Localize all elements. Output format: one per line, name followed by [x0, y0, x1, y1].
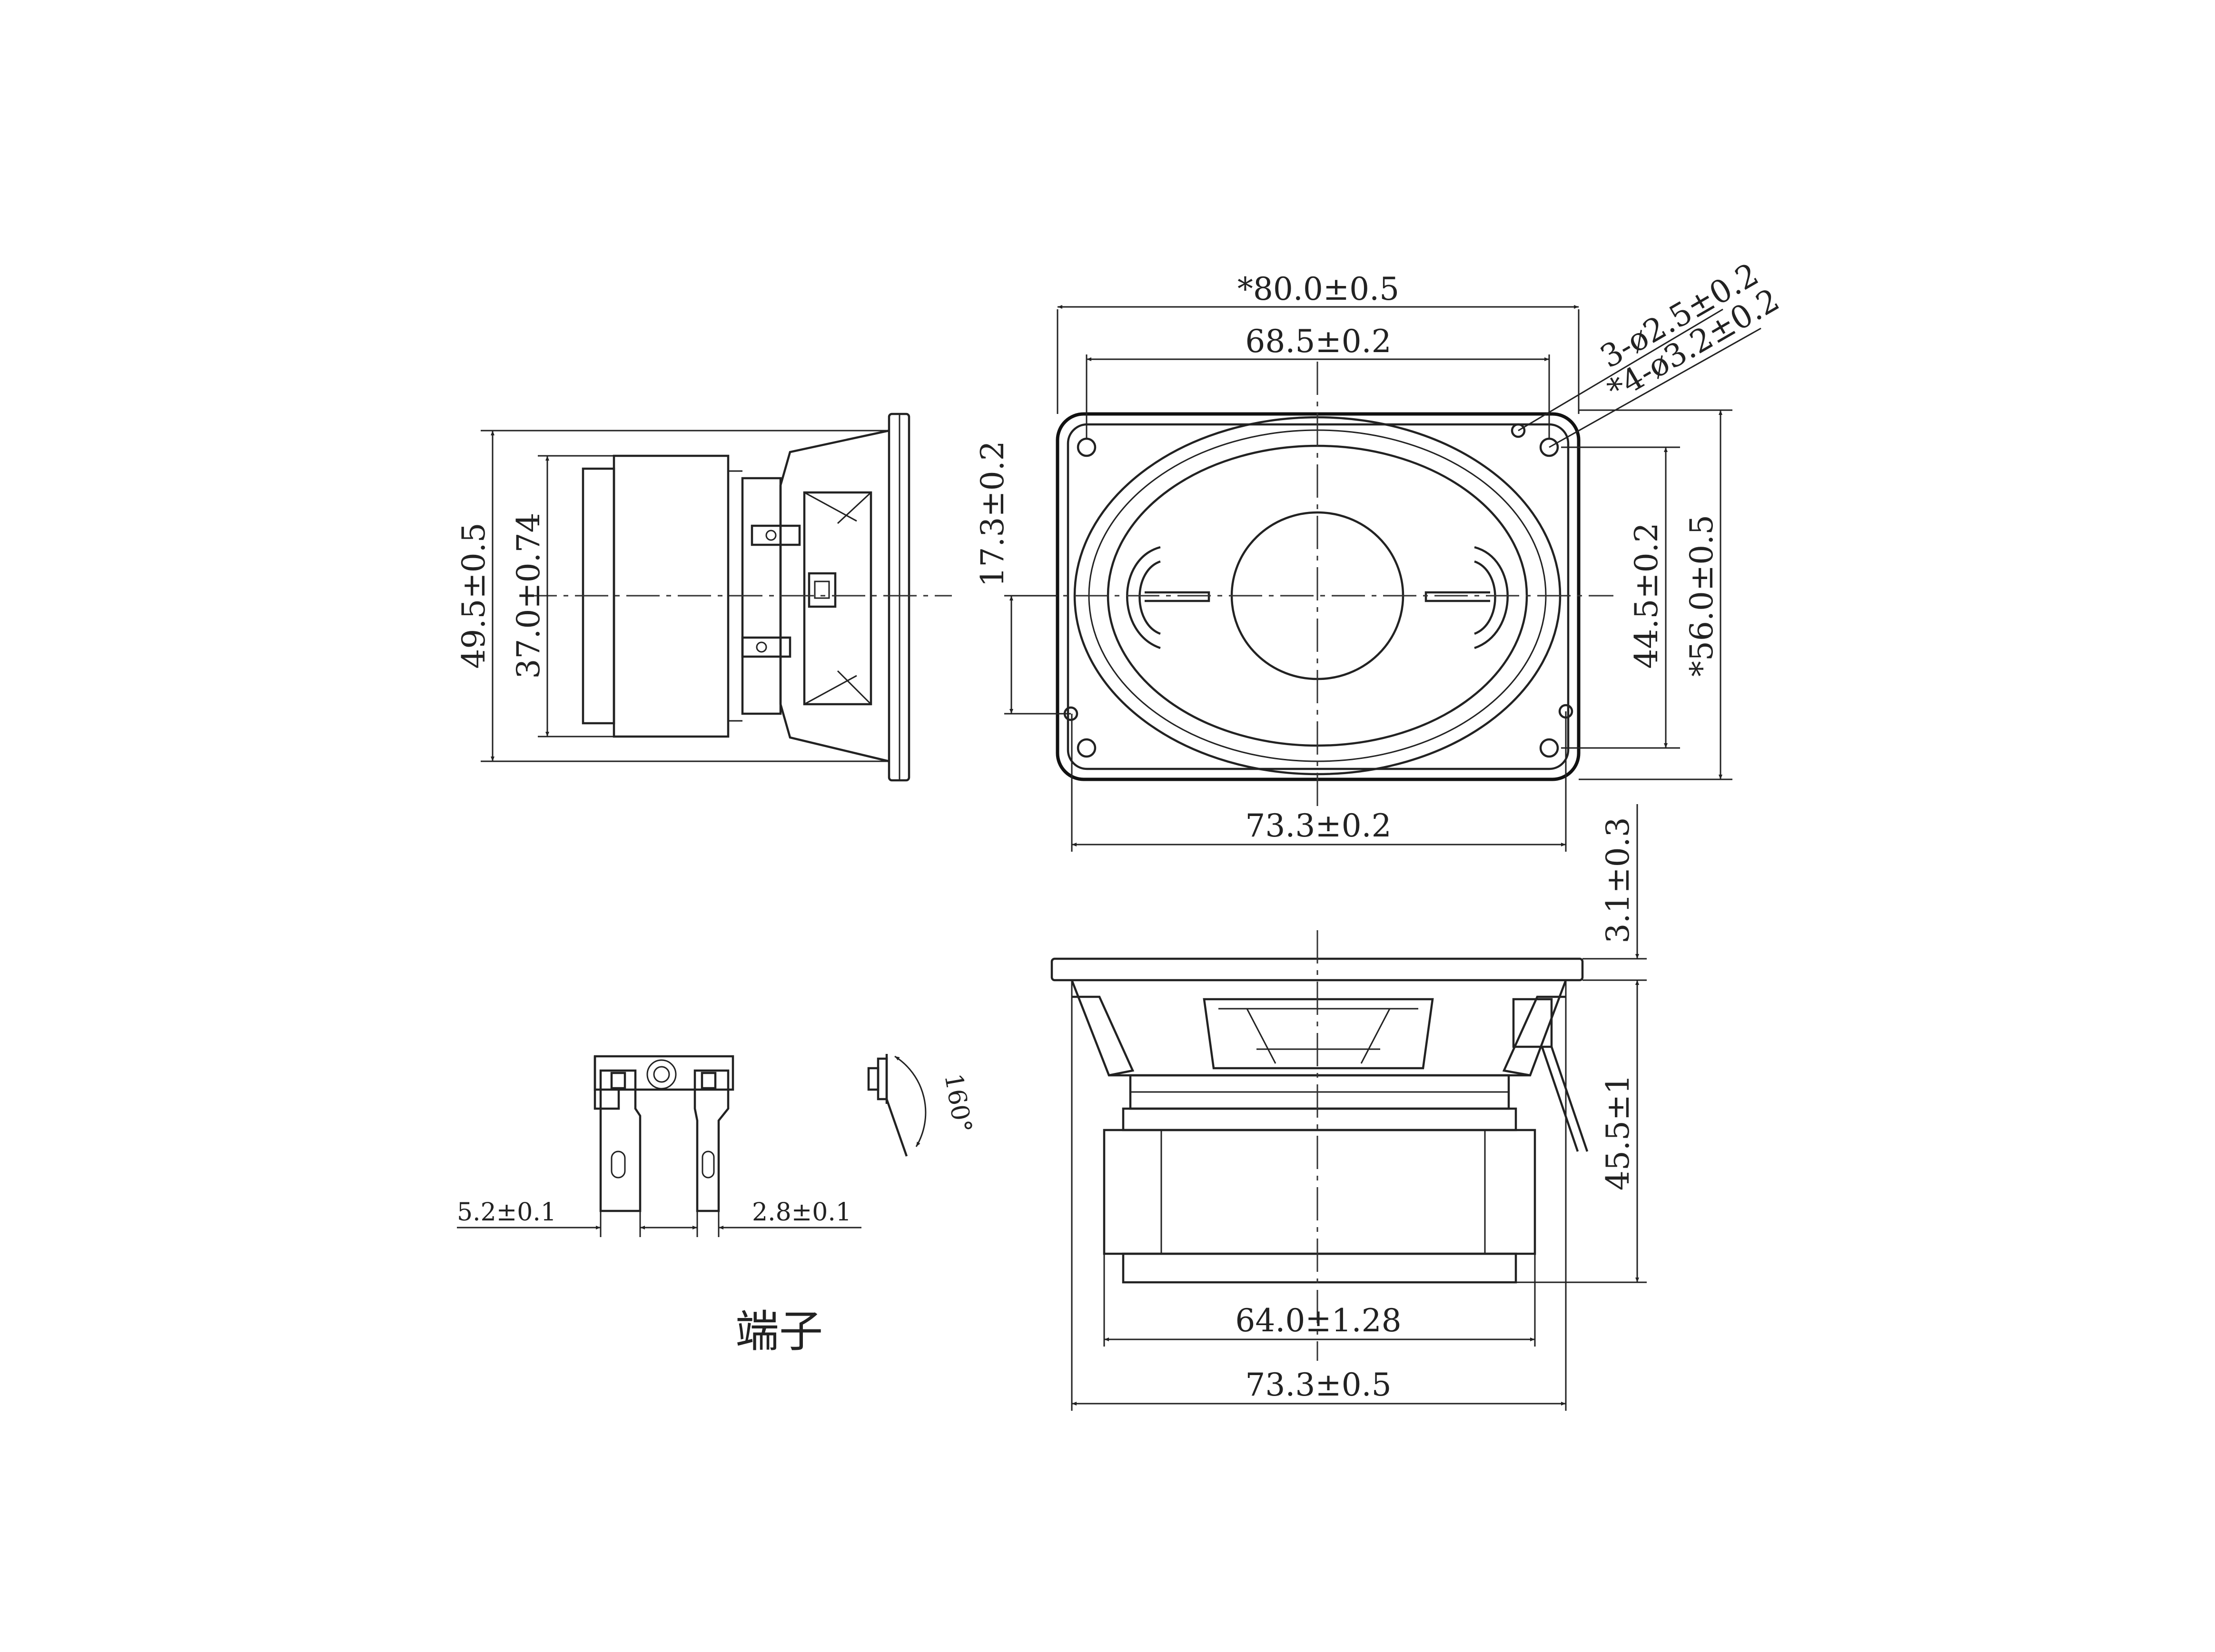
dim-terminal-right: 2.8±0.1 — [752, 1198, 851, 1227]
terminal-tab-right — [693, 1069, 730, 1212]
bottom-basket — [1070, 980, 1567, 1077]
bottom-view — [1050, 930, 1589, 1361]
mount-hole-tr — [1539, 437, 1559, 457]
dim-offset-vertical: 17.3±0.2 — [974, 441, 1011, 587]
side-connector — [808, 572, 837, 608]
dim-magnet-height: 37.0±0.74 — [510, 512, 547, 678]
bottom-window — [1203, 998, 1434, 1070]
bend-detail: 160° — [867, 1054, 977, 1157]
terminal-rivet — [646, 1059, 677, 1090]
bend-arc — [894, 1055, 927, 1147]
cone-rib-right — [1424, 591, 1490, 602]
bottom-window-detail — [1218, 1008, 1418, 1064]
bottom-dimensions: 3.1±0.3 45.5±1 64.0±1.28 73.3±0.5 — [1071, 804, 1647, 1411]
small-hole-top — [1511, 423, 1526, 438]
dim-flange-thickness: 3.1±0.3 — [1600, 817, 1636, 943]
terminal-caption: 端子 — [735, 1306, 823, 1357]
dim-hole-pitch-top: 68.5±0.2 — [1245, 323, 1391, 360]
dim-height-overall: *56.0±0.5 — [1683, 515, 1720, 677]
front-view — [1023, 362, 1613, 809]
dim-depth-total: 45.5±1 — [1600, 1074, 1636, 1190]
bend-tab — [885, 1099, 908, 1157]
bend-base — [867, 1067, 880, 1091]
dim-magnet-width: 64.0±1.28 — [1235, 1302, 1401, 1339]
bottom-magnet — [1103, 1129, 1536, 1255]
side-housing-ribs — [804, 492, 872, 705]
dim-hole-pitch-vertical: 44.5±0.2 — [1628, 522, 1665, 669]
bottom-back-plate — [1122, 1252, 1517, 1284]
side-view — [524, 413, 952, 782]
cone-slot-right — [1474, 546, 1509, 649]
cone-rib-left — [1145, 591, 1210, 602]
bottom-basket-leg-left — [1072, 995, 1135, 1077]
side-terminal-upper — [751, 524, 801, 546]
side-dimensions: 49.5±0.5 37.0±0.74 — [455, 430, 889, 762]
dim-terminal-left: 5.2±0.1 — [457, 1198, 556, 1227]
cone-slot-left — [1126, 546, 1161, 649]
mount-hole-br — [1539, 738, 1559, 758]
bottom-terminal-tab — [1541, 1046, 1589, 1152]
terminal-tab-left — [599, 1069, 642, 1212]
bottom-top-plate — [1122, 1107, 1517, 1131]
dim-frame-width: 73.3±0.5 — [1245, 1367, 1391, 1403]
dim-hole-pitch-bottom: 73.3±0.2 — [1245, 807, 1391, 844]
dim-bend-angle: 160° — [939, 1072, 977, 1135]
mount-hole-tl — [1077, 437, 1097, 457]
mount-hole-bl — [1077, 738, 1097, 758]
dim-width-overall: *80.0±0.5 — [1237, 271, 1399, 307]
terminal-detail: 5.2±0.1 2.8±0.1 端子 — [457, 1055, 861, 1357]
dim-side-height: 49.5±0.5 — [455, 522, 492, 669]
bottom-basket-leg-right — [1502, 995, 1566, 1077]
terminal-strip-edge — [593, 1056, 620, 1110]
